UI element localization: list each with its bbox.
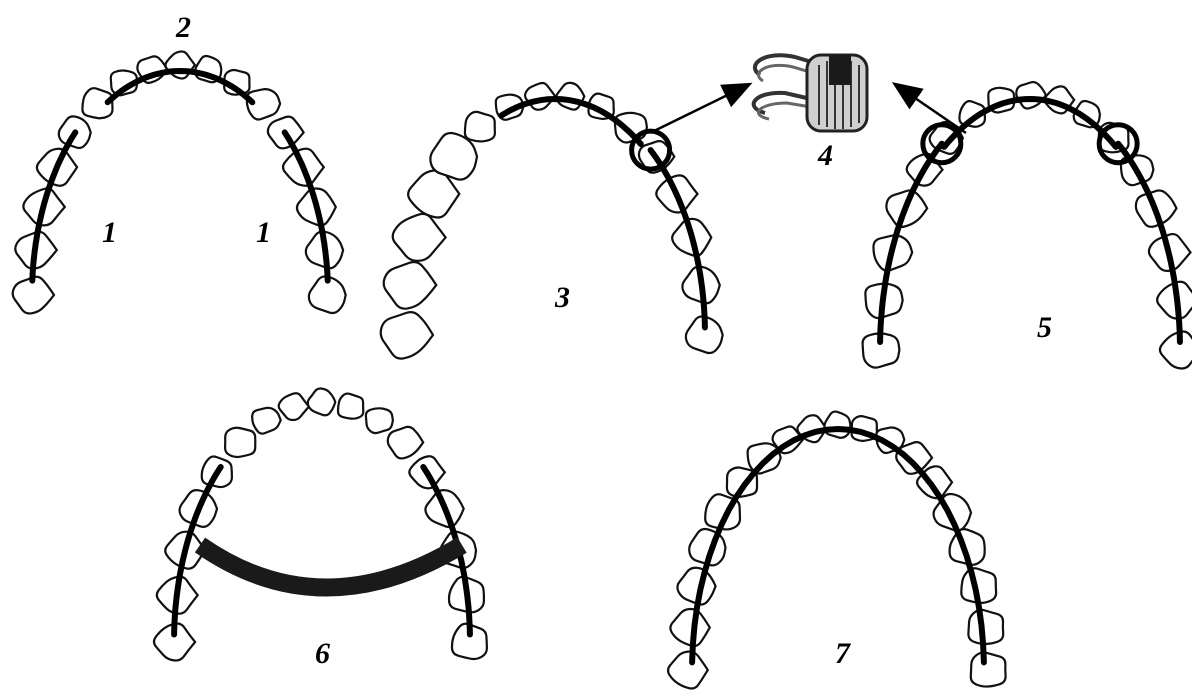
tooth: [252, 408, 281, 434]
tooth: [308, 389, 336, 416]
tooth: [393, 214, 446, 261]
label-wire-front: 2: [175, 11, 191, 44]
label-full-arch: 7: [835, 637, 851, 670]
tooth: [279, 393, 309, 420]
label-wire-left: 1: [102, 216, 117, 249]
label-clasp-detail: 4: [817, 139, 833, 172]
lingual-bar: [200, 545, 462, 588]
tooth: [968, 610, 1003, 644]
arrow-from-arch-3: [652, 85, 748, 132]
tooth: [1016, 82, 1046, 108]
tooth: [384, 262, 437, 309]
tooth: [366, 408, 393, 433]
tooth: [338, 394, 363, 419]
wire-continuous: [692, 429, 984, 662]
label-wire-right: 1: [256, 216, 271, 249]
tooth: [670, 609, 709, 646]
dental-arch-6: [154, 389, 487, 661]
tooth: [615, 113, 647, 143]
label-bar-arch: 6: [315, 637, 330, 670]
tooth: [824, 412, 850, 438]
clasp-icon: [754, 55, 867, 131]
tooth: [465, 112, 495, 142]
tooth: [388, 427, 423, 459]
label-half-arch: 3: [554, 281, 570, 314]
tooth: [971, 653, 1006, 687]
dental-arch-5: [863, 82, 1192, 368]
dental-arch-3: [381, 83, 723, 359]
tooth: [381, 312, 433, 358]
tooth: [1160, 331, 1192, 368]
tooth: [225, 428, 255, 457]
label-clasped-arch: 5: [1037, 311, 1052, 344]
tooth: [668, 652, 708, 689]
dental-arch-1: [13, 51, 346, 313]
